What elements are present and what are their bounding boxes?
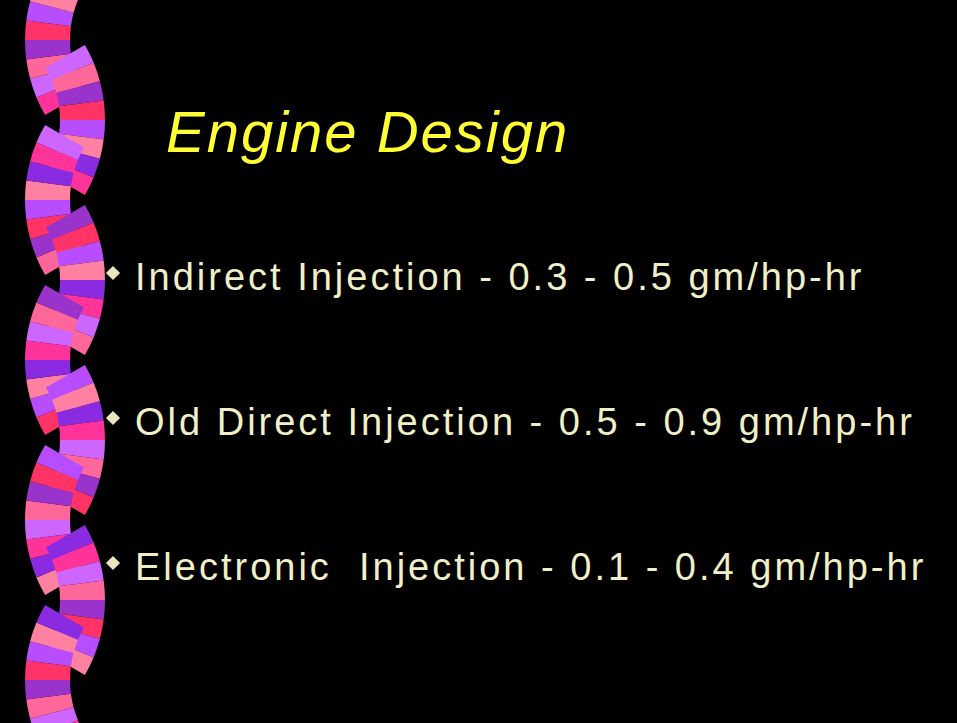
fan-wedge [59, 580, 105, 600]
fan-wedge [25, 360, 71, 380]
bullet-text: Old Direct Injection - 0.5 - 0.9 gm/hp-h… [135, 397, 930, 447]
bullet-text: Indirect Injection - 0.3 - 0.5 gm/hp-hr [135, 252, 930, 302]
fan-wedge [36, 445, 84, 480]
fan-wedge [36, 605, 84, 640]
fan-wedge [30, 0, 78, 13]
fan-wedge [25, 40, 71, 60]
fan-wedge [25, 200, 71, 220]
fan-wedge [59, 420, 105, 440]
bullet-diamond [106, 556, 120, 570]
bullet-text: Electronic Injection - 0.1 - 0.4 gm/hp-h… [135, 542, 930, 592]
bullet-diamond [106, 411, 120, 425]
fan-wedge [36, 125, 84, 160]
fan-wedge [25, 680, 71, 700]
fan-wedge [25, 520, 71, 540]
bullet-item: Old Direct Injection - 0.5 - 0.9 gm/hp-h… [108, 397, 938, 447]
slide-title: Engine Design [166, 98, 569, 165]
bullet-diamond [106, 266, 120, 280]
bullet-item: Electronic Injection - 0.1 - 0.4 gm/hp-h… [108, 542, 938, 592]
fan-wedge [59, 100, 105, 120]
fan-wedge [36, 285, 84, 320]
bullet-item: Indirect Injection - 0.3 - 0.5 gm/hp-hr [108, 252, 938, 302]
fan-wedge [59, 260, 105, 280]
